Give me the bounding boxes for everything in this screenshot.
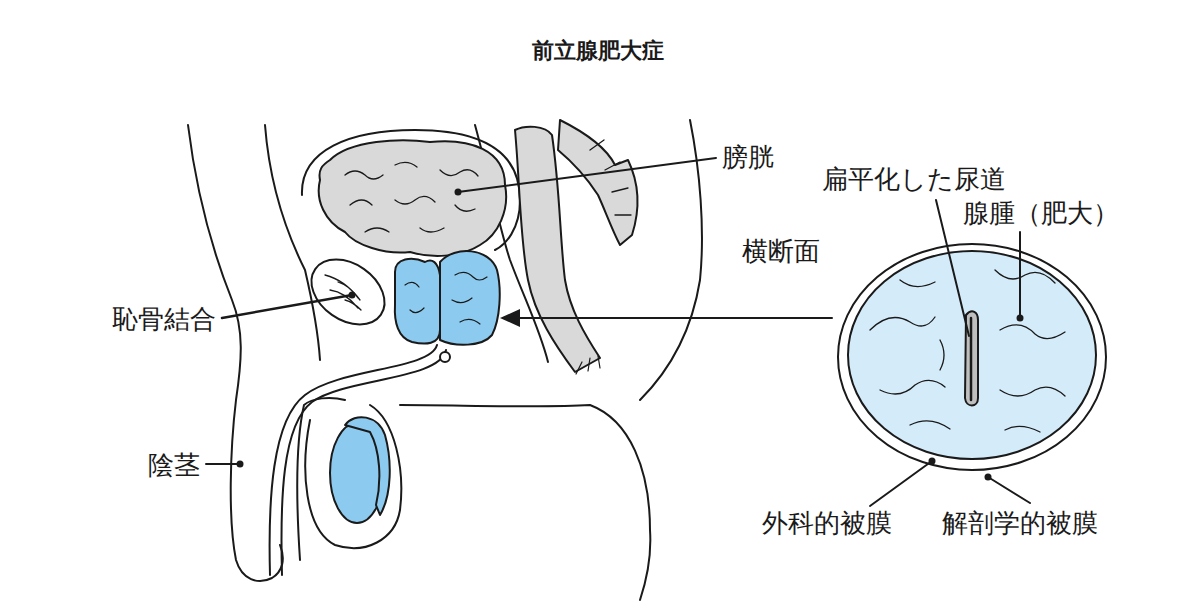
part-label: 腺腫（肥大） [963,198,1119,228]
part-label: 扁平化した尿道 [822,164,1006,194]
part-label: 外科的被膜 [762,508,892,538]
part-label: 陰茎 [148,450,200,480]
part-label: 膀胱 [722,142,774,172]
part-label: 解剖学的被膜 [942,508,1098,538]
part-label: 恥骨結合 [112,304,216,334]
diagram-title: 前立腺肥大症 [532,36,664,66]
view-label: 横断面 [742,236,820,266]
